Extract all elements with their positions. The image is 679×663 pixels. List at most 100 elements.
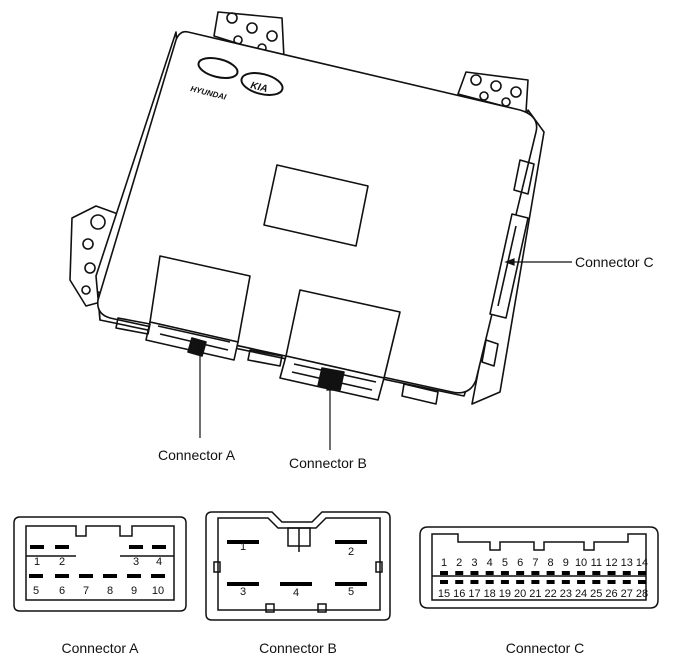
control-module <box>69 11 545 405</box>
pin-contact <box>561 571 570 575</box>
pin-contact <box>607 571 616 575</box>
pin-number: 9 <box>563 557 569 569</box>
pin-number: 1 <box>240 541 246 553</box>
pin-contact <box>335 540 367 544</box>
callout-connector-c: Connector C <box>575 254 654 270</box>
pin-number: 4 <box>487 557 493 569</box>
pin-contact <box>500 571 509 575</box>
pin-contact <box>500 580 509 584</box>
pin-contact <box>592 580 601 584</box>
pin-contact <box>577 580 586 584</box>
pin-number: 7 <box>83 585 89 597</box>
pin-contact <box>29 574 43 578</box>
pin-contact <box>546 580 555 584</box>
label-area <box>263 164 369 247</box>
caption-connector-a: Connector A <box>61 640 139 656</box>
pin-contact <box>485 571 494 575</box>
pin-contact <box>227 540 259 544</box>
pin-number: 7 <box>532 557 538 569</box>
pin-number: 17 <box>468 588 480 600</box>
caption-connector-c: Connector C <box>506 640 585 656</box>
pin-number: 3 <box>240 586 246 598</box>
pin-contact <box>129 545 143 549</box>
pin-contact <box>227 582 259 586</box>
pin-number: 27 <box>621 588 633 600</box>
pin-number: 1 <box>34 556 40 568</box>
pin-number: 12 <box>605 557 617 569</box>
pin-number: 5 <box>348 586 354 598</box>
connector-a-top-pins: 1 2 3 4 <box>30 545 166 568</box>
callout-lines <box>196 258 572 450</box>
pin-number: 11 <box>591 557 602 569</box>
pin-contact <box>470 580 479 584</box>
pin-contact <box>455 580 464 584</box>
pin-number: 19 <box>499 588 511 600</box>
pin-number: 28 <box>636 588 648 600</box>
pin-contact <box>622 580 631 584</box>
pin-number: 13 <box>621 557 633 569</box>
pin-contact <box>55 545 69 549</box>
pin-number: 14 <box>636 557 648 569</box>
pin-contact <box>546 571 555 575</box>
pin-contact <box>30 545 44 549</box>
pin-number: 22 <box>544 588 556 600</box>
pin-contact <box>516 571 525 575</box>
pin-number: 8 <box>548 557 554 569</box>
pin-number: 18 <box>484 588 496 600</box>
pin-contact <box>485 580 494 584</box>
pin-number: 9 <box>131 585 137 597</box>
pin-contact <box>152 545 166 549</box>
connector-a-face <box>13 516 187 612</box>
pin-contact <box>440 571 448 575</box>
pin-number: 3 <box>471 557 477 569</box>
pin-contact <box>577 571 586 575</box>
pin-number: 2 <box>456 557 462 569</box>
pin-number: 6 <box>517 557 523 569</box>
pin-contact <box>103 574 117 578</box>
pin-number: 20 <box>514 588 526 600</box>
pin-number: 24 <box>575 588 587 600</box>
pin-number: 4 <box>156 556 162 568</box>
pin-number: 4 <box>293 587 299 599</box>
pin-number: 10 <box>152 585 164 597</box>
callout-connector-b: Connector B <box>289 455 367 471</box>
pin-number: 15 <box>438 588 450 600</box>
connector-c-face <box>419 526 659 609</box>
pin-contact <box>607 580 616 584</box>
side-connector-c <box>489 213 529 319</box>
pin-contact <box>79 574 93 578</box>
pin-contact <box>622 571 631 575</box>
pin-number: 23 <box>560 588 572 600</box>
pin-number: 21 <box>529 588 541 600</box>
pin-contact <box>280 582 312 586</box>
pin-contact <box>638 571 646 575</box>
caption-connector-b: Connector B <box>259 640 337 656</box>
connector-b-pins: 1 2 3 4 5 <box>227 540 367 599</box>
kia-logo: KIA <box>240 72 284 96</box>
pin-number: 26 <box>605 588 617 600</box>
module-connector-b <box>279 289 401 401</box>
pin-number: 8 <box>107 585 113 597</box>
pin-contact <box>592 571 601 575</box>
pin-number: 16 <box>453 588 465 600</box>
pin-contact <box>151 574 165 578</box>
pin-number: 2 <box>348 546 354 558</box>
connector-b-face <box>205 511 391 621</box>
pin-contact <box>455 571 464 575</box>
pin-number: 1 <box>441 557 447 569</box>
pin-contact <box>470 571 479 575</box>
pin-number: 2 <box>59 556 65 568</box>
pin-contact <box>561 580 570 584</box>
pin-contact <box>531 580 540 584</box>
pin-number: 10 <box>575 557 587 569</box>
pin-number: 3 <box>133 556 139 568</box>
pin-number: 5 <box>502 557 508 569</box>
pin-number: 6 <box>59 585 65 597</box>
pin-contact <box>440 580 448 584</box>
kia-wordmark: KIA <box>249 80 268 95</box>
pin-contact <box>127 574 141 578</box>
